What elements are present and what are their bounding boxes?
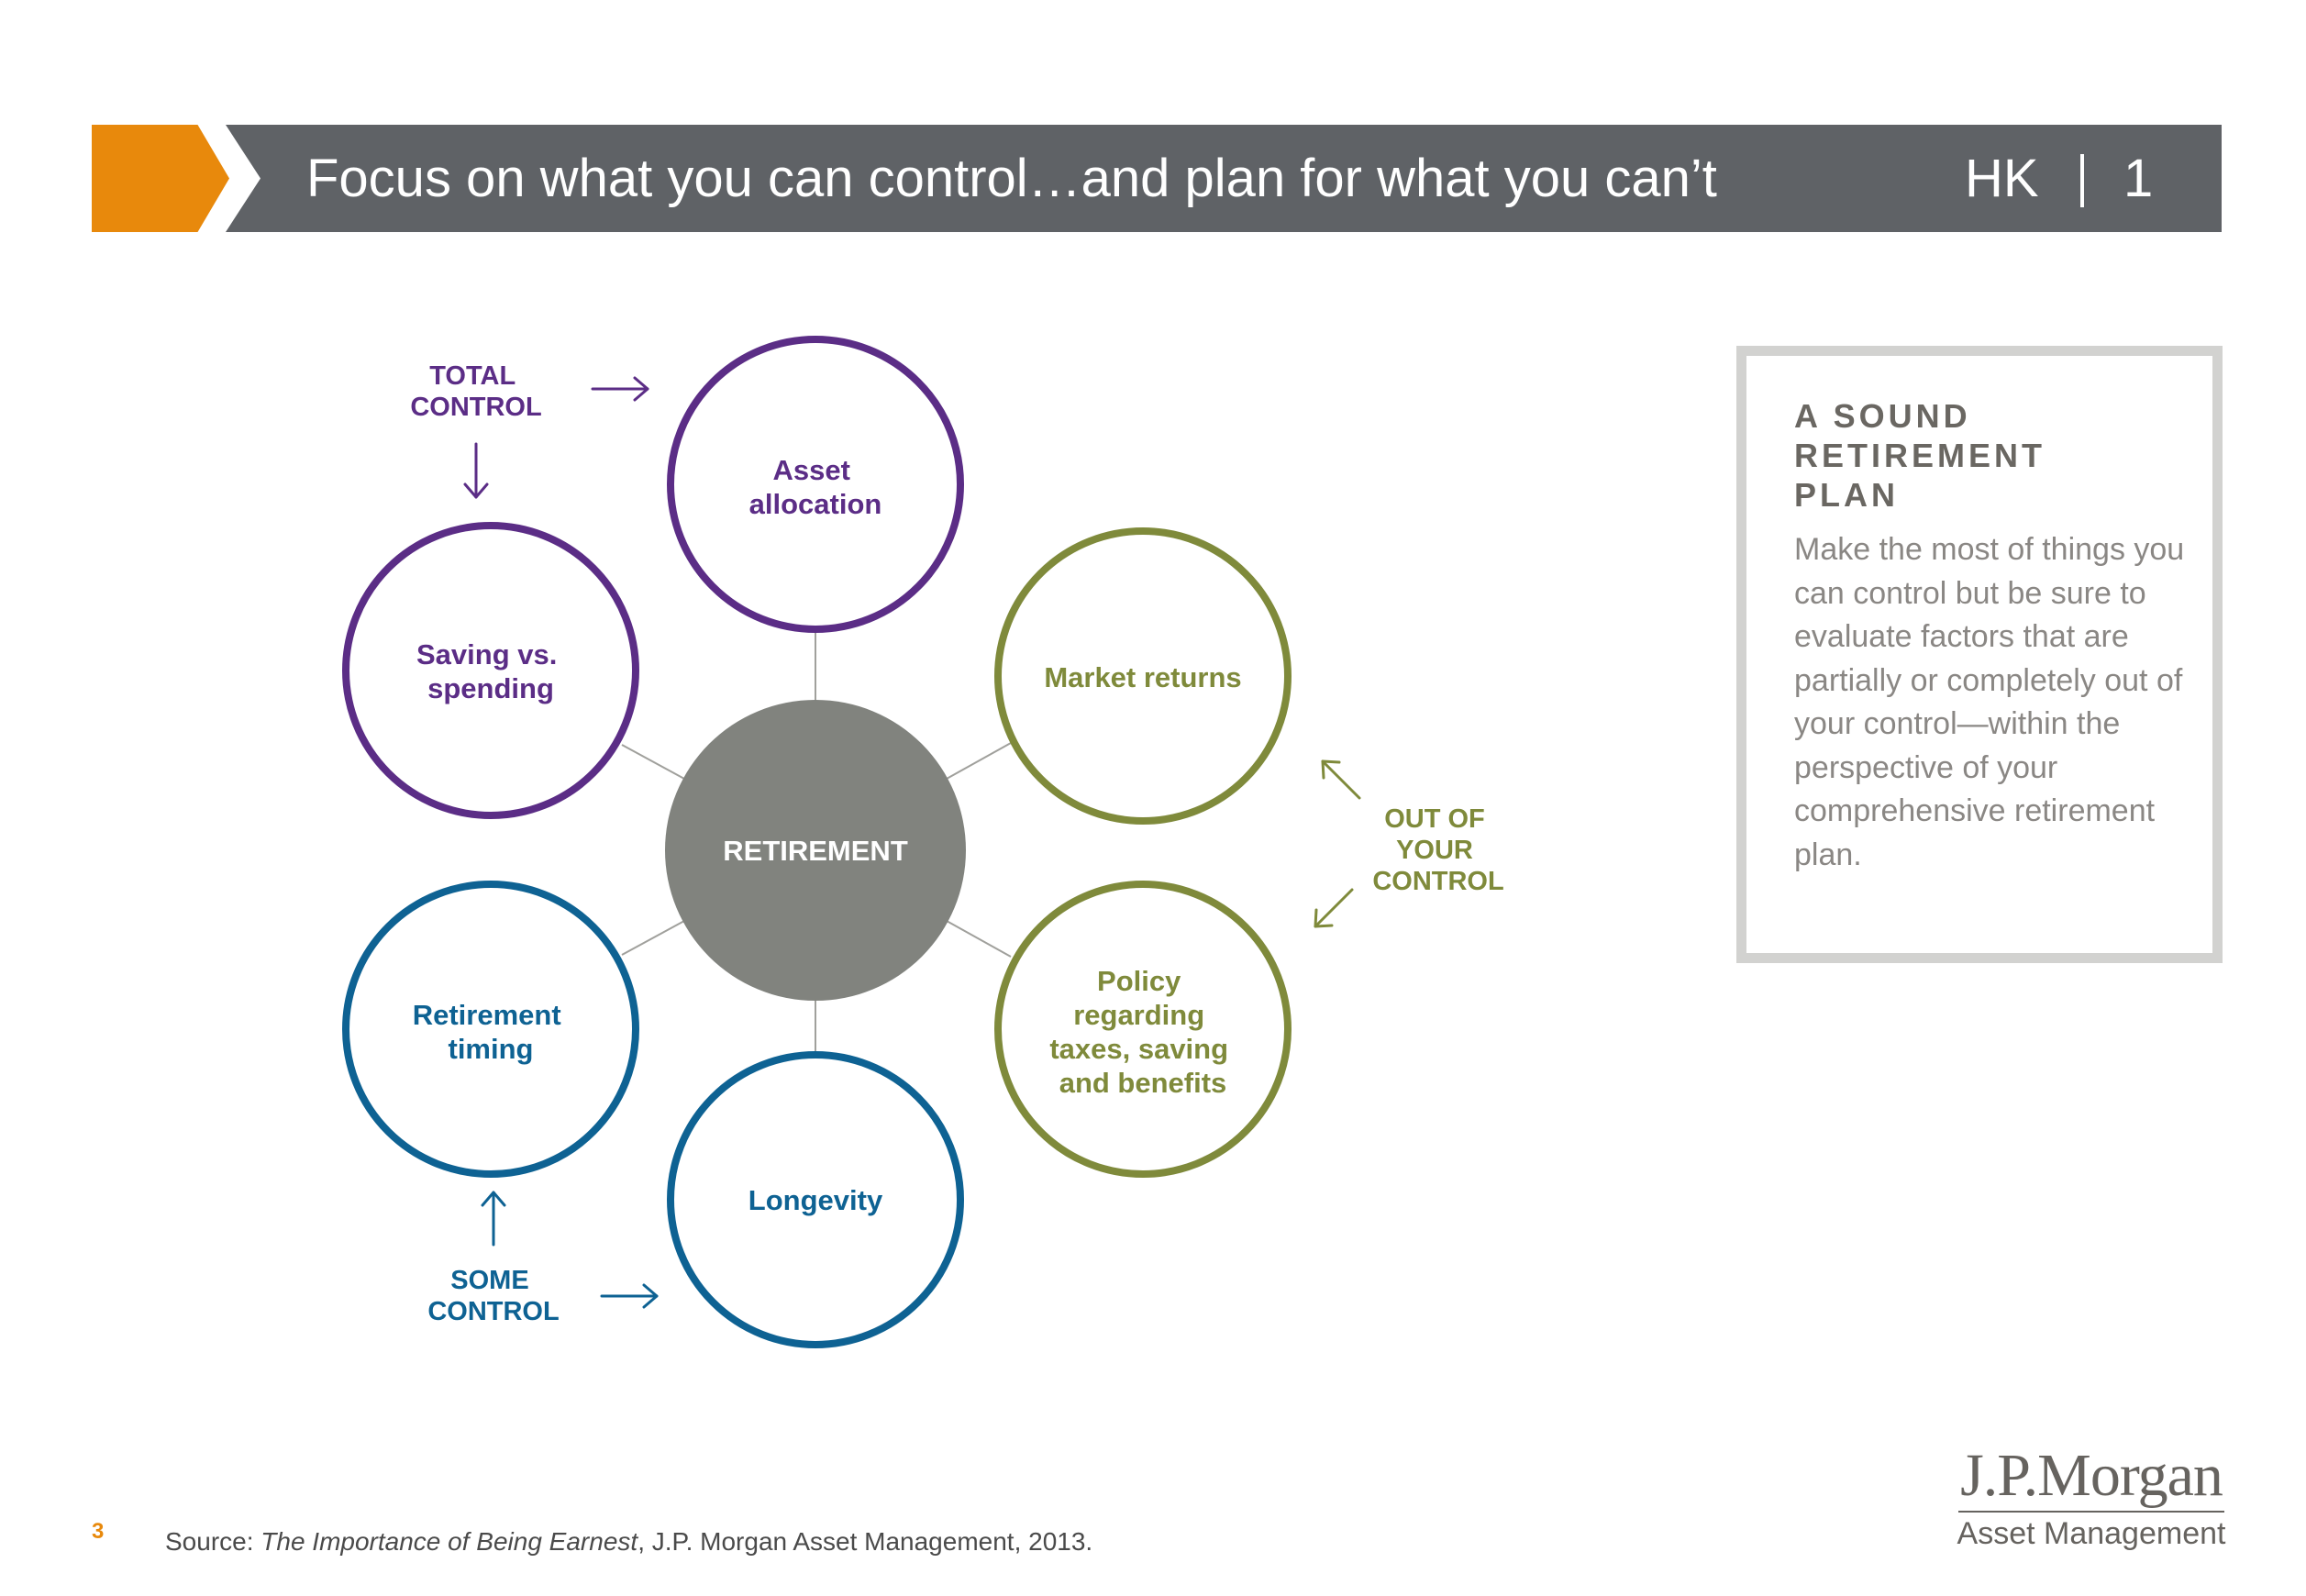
policy-line-1: Policy <box>1097 965 1181 997</box>
market-returns-circle <box>994 527 1292 825</box>
info-body: Make the most of things you can control … <box>1794 532 2185 872</box>
node-longevity: Longevity <box>667 1051 964 1348</box>
header-orange-chevron <box>92 125 229 232</box>
out-of-control-line-3: CONTROL <box>1372 867 1503 896</box>
source-suffix: , J.P. Morgan Asset Management, 2013. <box>637 1527 1093 1556</box>
policy-line-3: taxes, saving <box>1049 1033 1228 1065</box>
some-control-group: SOME CONTROL <box>427 1191 659 1326</box>
policy-circle <box>994 881 1292 1178</box>
logo-name: J.P.Morgan <box>1960 1442 2223 1509</box>
out-of-control-line-1: OUT OF <box>1384 804 1485 834</box>
some-control-line-1: SOME <box>450 1266 528 1295</box>
out-of-control-group: OUT OF YOUR CONTROL <box>1314 759 1504 928</box>
policy-line-2: regarding <box>1073 999 1204 1031</box>
node-retirement-timing: Retirement timing <box>342 881 639 1178</box>
connector-market-returns <box>946 742 1012 780</box>
title-bar <box>226 125 2222 232</box>
logo-subtitle: Asset Management <box>1957 1516 2226 1551</box>
saving-spending-line-1: Saving vs. <box>416 638 557 671</box>
node-saving-spending: Saving vs. spending <box>342 522 639 819</box>
total-control-line-1: TOTAL <box>429 361 515 391</box>
retirement-timing-circle <box>342 881 639 1178</box>
some-control-line-2: CONTROL <box>427 1297 559 1326</box>
asset-allocation-circle <box>667 336 964 633</box>
connector-retirement-timing <box>621 920 685 956</box>
node-market-returns: Market returns <box>994 527 1292 825</box>
saving-spending-label: Saving vs. spending <box>416 638 565 704</box>
out-of-control-line-2: YOUR <box>1396 836 1473 865</box>
center-node: RETIREMENT <box>665 700 966 1001</box>
source-prefix: Source: <box>165 1527 261 1556</box>
some-control-arrow-up <box>481 1191 506 1247</box>
jpmorgan-logo: J.P.Morgan Asset Management <box>1954 1442 2229 1552</box>
node-policy: Policy regarding taxes, saving and benef… <box>994 881 1292 1178</box>
out-of-control-label: OUT OF YOUR CONTROL <box>1372 804 1503 896</box>
info-box: A SOUND RETIREMENT PLAN Make the most of… <box>1736 346 2223 963</box>
retirement-timing-line-2: timing <box>449 1033 534 1065</box>
connector-saving-spending <box>621 744 685 780</box>
connectors <box>621 627 1012 1061</box>
title-separator <box>2080 154 2084 207</box>
out-of-control-arrow-up-left <box>1321 759 1361 800</box>
center-label: RETIREMENT <box>723 835 908 867</box>
node-asset-allocation: Asset allocation <box>667 336 964 633</box>
out-of-control-arrow-down-left <box>1314 888 1354 928</box>
total-control-arrow-down <box>463 442 489 499</box>
info-heading-line-2: RETIREMENT <box>1794 437 2045 474</box>
asset-allocation-label: Asset allocation <box>749 454 882 520</box>
info-heading-line-1: A SOUND <box>1794 397 1971 435</box>
saving-spending-circle <box>342 522 639 819</box>
source-note: Source: The Importance of Being Earnest,… <box>165 1527 1092 1557</box>
longevity-line-1: Longevity <box>748 1184 883 1216</box>
policy-label: Policy regarding taxes, saving and benef… <box>1049 965 1236 1099</box>
some-control-arrow-right <box>600 1283 659 1309</box>
info-heading-line-3: PLAN <box>1794 476 1899 514</box>
info-heading: A SOUND RETIREMENT PLAN <box>1794 396 2179 515</box>
retirement-timing-line-1: Retirement <box>413 999 561 1031</box>
total-control-group: TOTAL CONTROL <box>410 361 649 499</box>
total-control-arrow-right <box>591 376 649 402</box>
longevity-circle <box>667 1051 964 1348</box>
longevity-label: Longevity <box>748 1184 883 1216</box>
source-title: The Importance of Being Earnest <box>261 1527 638 1556</box>
market-returns-line-1: Market returns <box>1044 661 1241 693</box>
region-label: HK <box>1965 149 2039 208</box>
asset-allocation-line-1: Asset <box>772 454 849 486</box>
policy-line-4: and benefits <box>1059 1067 1227 1099</box>
center-circle <box>665 700 966 1001</box>
page-number: 3 <box>92 1519 105 1544</box>
total-control-label: TOTAL CONTROL <box>410 361 541 422</box>
connector-policy <box>946 920 1012 958</box>
asset-allocation-line-2: allocation <box>749 488 882 520</box>
market-returns-label: Market returns <box>1044 661 1241 693</box>
slide-index: 1 <box>2123 149 2154 208</box>
retirement-timing-label: Retirement timing <box>413 999 570 1065</box>
saving-spending-line-2: spending <box>427 672 554 704</box>
total-control-line-2: CONTROL <box>410 393 541 422</box>
logo-rule <box>1958 1511 2224 1513</box>
some-control-label: SOME CONTROL <box>427 1266 559 1326</box>
page-title: Focus on what you can control…and plan f… <box>306 149 1717 208</box>
